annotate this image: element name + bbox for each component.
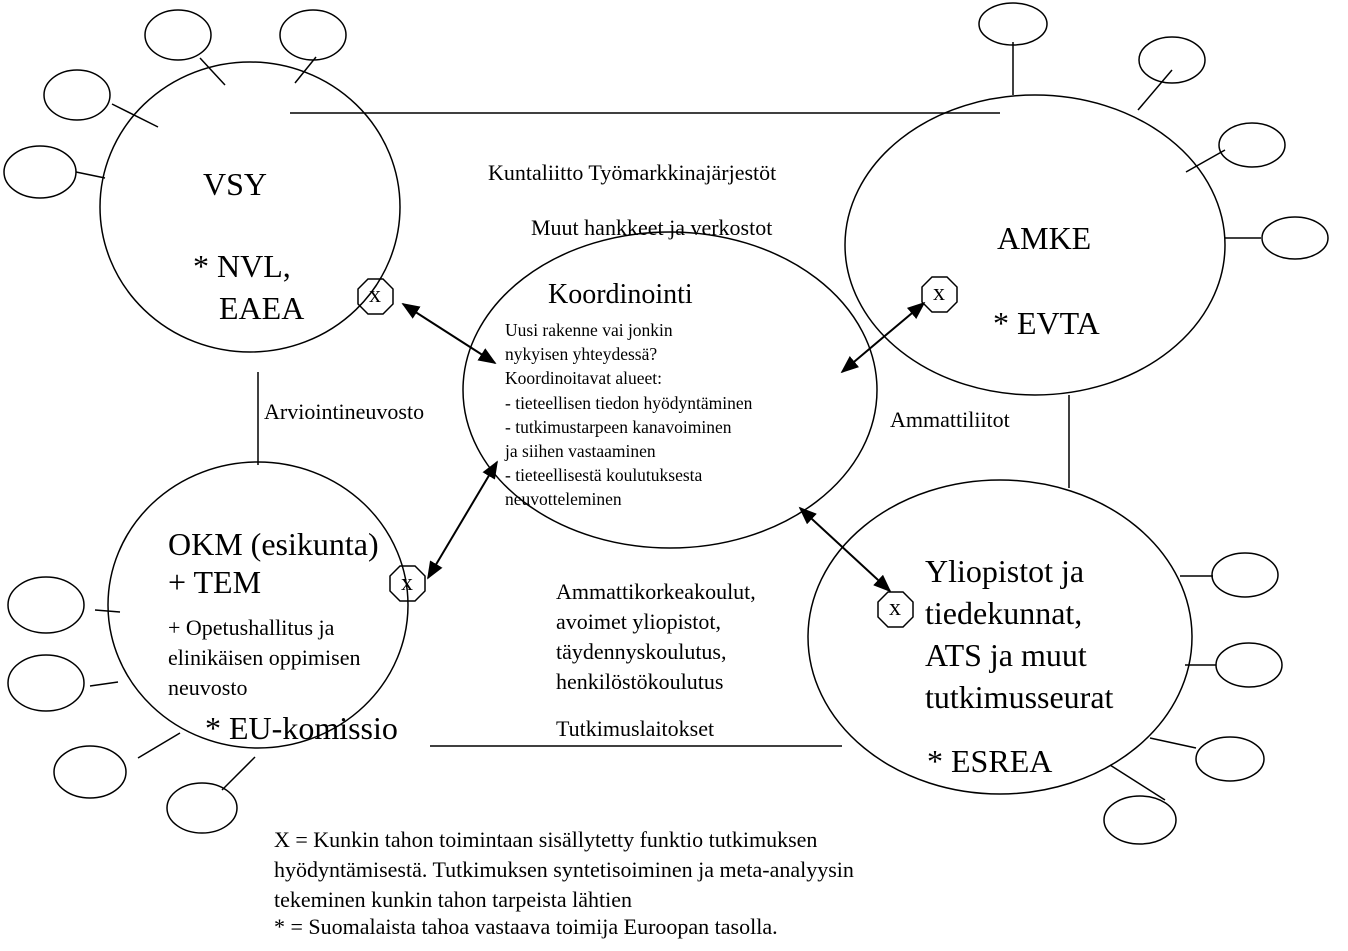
x-marker-octagon xyxy=(389,565,426,602)
legend-x-note: X = Kunkin tahon toimintaan sisällytetty… xyxy=(274,827,854,912)
x-marker-octagon xyxy=(357,278,394,315)
x-marker-label: x xyxy=(933,280,945,306)
satellite-ellipse xyxy=(1103,795,1177,845)
x-marker-octagon xyxy=(877,591,914,628)
connector-top-label-2: Muut hankkeet ja verkostot xyxy=(531,215,773,240)
center-koordinointi-ellipse xyxy=(462,231,878,549)
satellite-ellipse xyxy=(3,145,77,199)
satellite-ellipse xyxy=(166,782,238,834)
x-marker-label: x xyxy=(401,570,413,596)
satellite-ellipse xyxy=(978,2,1048,46)
hub-vsy-sub-1: * NVL, xyxy=(193,248,291,284)
satellite-ellipse xyxy=(53,745,127,799)
connector-bottom-label-2: Tutkimuslaitokset xyxy=(556,716,715,741)
hub-okm-sub: + Opetushallitus ja elinikäisen oppimise… xyxy=(168,615,361,700)
hub-amke-title: AMKE xyxy=(997,220,1092,256)
arrow-vsy-center xyxy=(401,303,497,364)
hub-okm-title-2: + TEM xyxy=(168,564,262,600)
satellite-ellipse xyxy=(43,69,111,121)
connector-left-label: Arviointineuvosto xyxy=(264,399,425,424)
center-body: Uusi rakenne vai jonkin nykyisen yhteyde… xyxy=(505,320,753,510)
satellite-ellipse xyxy=(1261,216,1329,260)
hub-okm-ellipse xyxy=(107,461,409,749)
satellite-ellipse xyxy=(1138,36,1206,84)
hub-vsy-ellipse xyxy=(99,61,401,353)
satellite-ellipse xyxy=(144,9,212,61)
satellite-ellipse xyxy=(1215,642,1283,688)
arrow-okm-center xyxy=(427,460,498,580)
satellite-ellipse xyxy=(7,654,85,712)
x-marker-octagon xyxy=(921,276,958,313)
hub-okm-title-1: OKM (esikunta) xyxy=(168,526,379,562)
hub-okm-eu: * EU-komissio xyxy=(205,710,398,746)
satellite-ellipse xyxy=(279,9,347,61)
arrow-yliopistot-center xyxy=(798,506,892,593)
center-title: Koordinointi xyxy=(548,279,693,310)
satellite-ellipse xyxy=(7,576,85,634)
hub-vsy-sub-2: EAEA xyxy=(219,290,305,326)
hub-yliopistot-sub: * ESREA xyxy=(927,743,1053,779)
hub-vsy-title: VSY xyxy=(203,166,268,202)
connector-right-label: Ammattiliitot xyxy=(890,407,1010,432)
satellite-ellipse xyxy=(1211,552,1279,598)
hub-yliopistot-title: Yliopistot ja tiedekunnat, ATS ja muut t… xyxy=(925,553,1114,715)
connector-top-label: Kuntaliitto Työmarkkinajärjestöt xyxy=(488,160,777,185)
connector-bottom-label: Ammattikorkeakoulut, avoimet yliopistot,… xyxy=(556,579,756,694)
hub-amke-ellipse xyxy=(844,94,1226,396)
satellite-ellipse xyxy=(1218,122,1286,168)
satellite-ellipse xyxy=(1195,736,1265,782)
hub-amke-sub: * EVTA xyxy=(993,305,1100,341)
legend-star-note: * = Suomalaista tahoa vastaava toimija E… xyxy=(274,914,778,939)
x-marker-label: x xyxy=(889,595,901,621)
arrow-amke-center xyxy=(840,301,926,374)
x-marker-label: x xyxy=(369,282,381,308)
hub-yliopistot-ellipse xyxy=(807,479,1193,795)
